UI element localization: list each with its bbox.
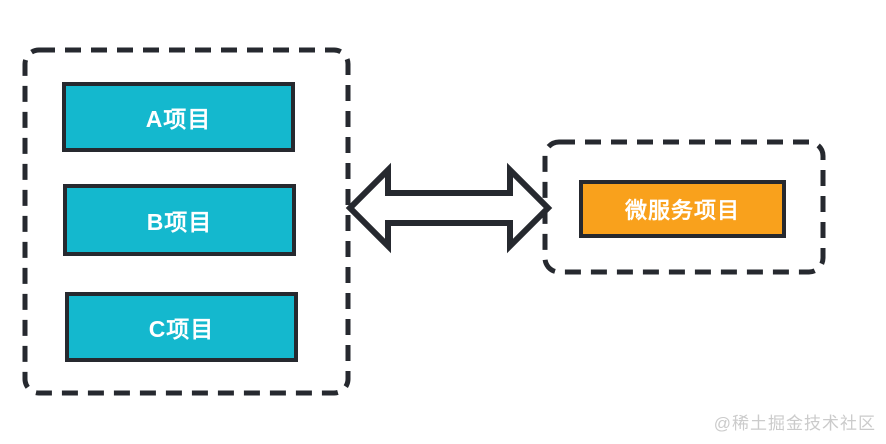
project-c-label: C项目 bbox=[148, 316, 215, 342]
project-a-label: A项目 bbox=[145, 106, 212, 132]
microservice-project-box: 微服务项目 bbox=[579, 180, 786, 238]
project-b-box: B项目 bbox=[63, 184, 296, 256]
project-b-label: B项目 bbox=[146, 209, 213, 235]
project-a-box: A项目 bbox=[62, 82, 295, 152]
bidirectional-arrow-icon bbox=[345, 162, 553, 254]
microservice-project-label: 微服务项目 bbox=[624, 198, 740, 223]
watermark: @稀土掘金技术社区 bbox=[713, 414, 876, 433]
project-c-box: C项目 bbox=[65, 292, 298, 362]
